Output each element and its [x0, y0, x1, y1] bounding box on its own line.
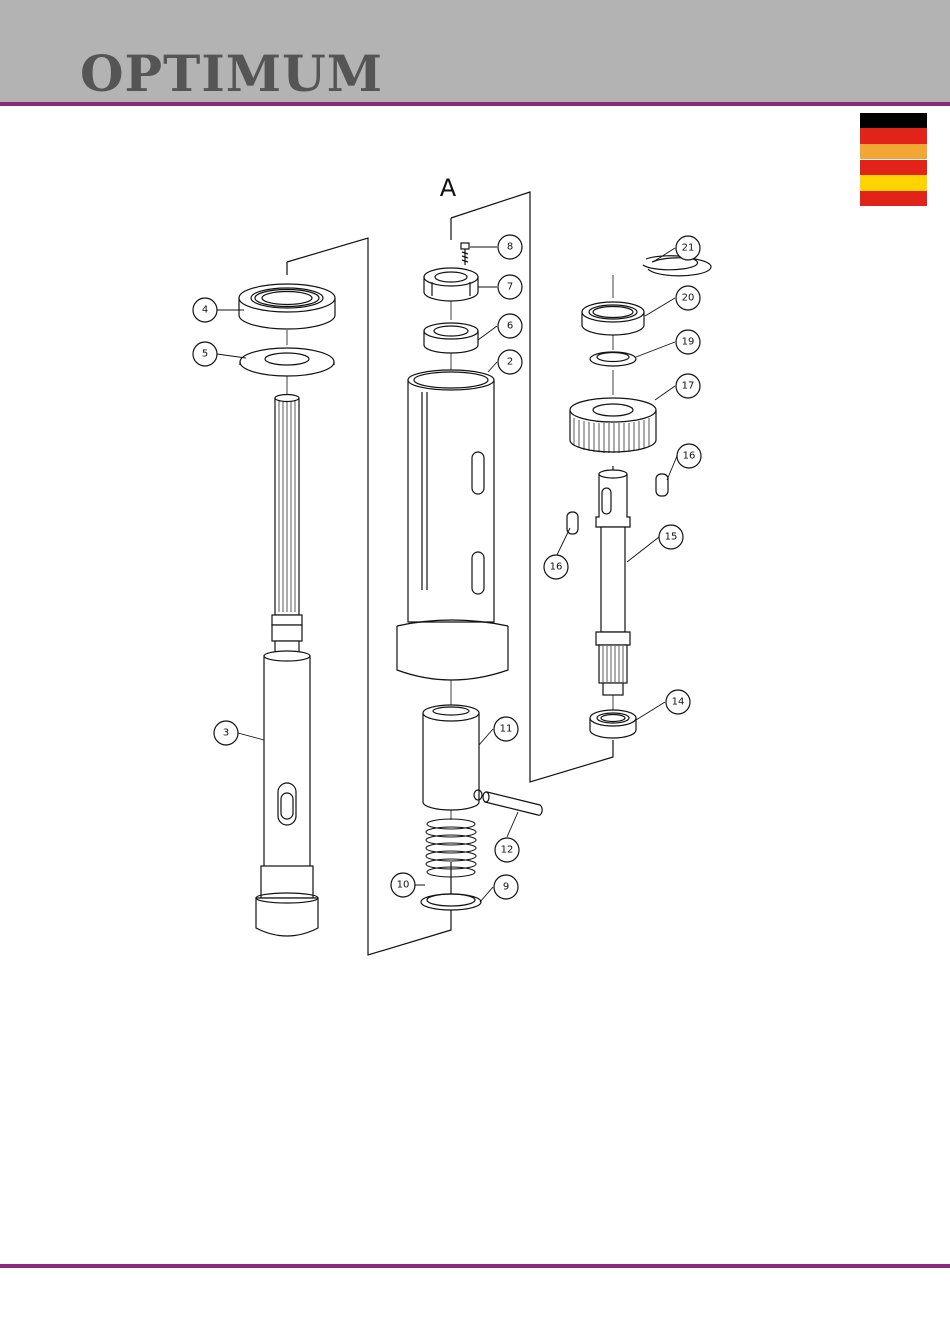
callout-9: 9 — [494, 875, 518, 899]
callout-label: 15 — [665, 532, 678, 543]
part-6-bearing — [424, 323, 478, 353]
callout-label: 20 — [682, 293, 695, 304]
callout-label: 5 — [202, 349, 208, 360]
part-9-ring — [421, 894, 481, 910]
section-label: A — [440, 174, 457, 202]
callout-label: 19 — [682, 337, 695, 348]
callout-label: 3 — [223, 728, 229, 739]
part-8-screw — [461, 243, 469, 265]
callout-21: 21 — [676, 236, 700, 260]
callout-11: 11 — [494, 717, 518, 741]
callout-15: 15 — [659, 525, 683, 549]
callout-16-right: 16 — [677, 444, 701, 468]
part-5-washer — [240, 348, 334, 376]
callout-5: 5 — [193, 342, 217, 366]
callout-20: 20 — [676, 286, 700, 310]
callout-label: 4 — [202, 305, 208, 316]
part-14-bearing — [590, 710, 636, 738]
callout-label: 6 — [507, 321, 513, 332]
callout-label: 14 — [672, 697, 685, 708]
callout-3: 3 — [214, 721, 238, 745]
footer-rule — [0, 1264, 950, 1268]
part-21-circlip — [643, 256, 711, 276]
callout-label: 17 — [682, 381, 695, 392]
callout-label: 16 — [683, 451, 696, 462]
callout-16-left: 16 — [544, 555, 568, 579]
part-12-pin — [483, 792, 542, 815]
callout-4: 4 — [193, 298, 217, 322]
part-7-nut — [424, 268, 478, 301]
part-4-bearing — [239, 284, 335, 329]
part-15-shaft — [596, 470, 630, 695]
callout-8: 8 — [498, 235, 522, 259]
callout-label: 10 — [397, 880, 410, 891]
callout-7: 7 — [498, 275, 522, 299]
callout-label: 16 — [550, 562, 563, 573]
callout-17: 17 — [676, 374, 700, 398]
part-2-quill — [397, 370, 508, 680]
callout-10: 10 — [391, 873, 415, 897]
callout-2: 2 — [498, 350, 522, 374]
part-20-bearing — [582, 302, 644, 335]
callout-19: 19 — [676, 330, 700, 354]
callout-14: 14 — [666, 690, 690, 714]
part-11-sleeve — [423, 705, 482, 810]
callout-label: 8 — [507, 242, 513, 253]
callout-label: 2 — [507, 357, 513, 368]
callout-label: 7 — [507, 282, 513, 293]
callout-label: 9 — [503, 882, 509, 893]
part-17-gear — [570, 398, 656, 453]
callout-label: 21 — [682, 243, 695, 254]
callout-12: 12 — [495, 838, 519, 862]
part-3-spindle — [256, 395, 318, 937]
callout-6: 6 — [498, 314, 522, 338]
part-16-key-right — [656, 474, 668, 496]
callout-label: 11 — [500, 724, 513, 735]
callout-label: 12 — [501, 845, 514, 856]
part-19-spacer — [590, 352, 636, 366]
